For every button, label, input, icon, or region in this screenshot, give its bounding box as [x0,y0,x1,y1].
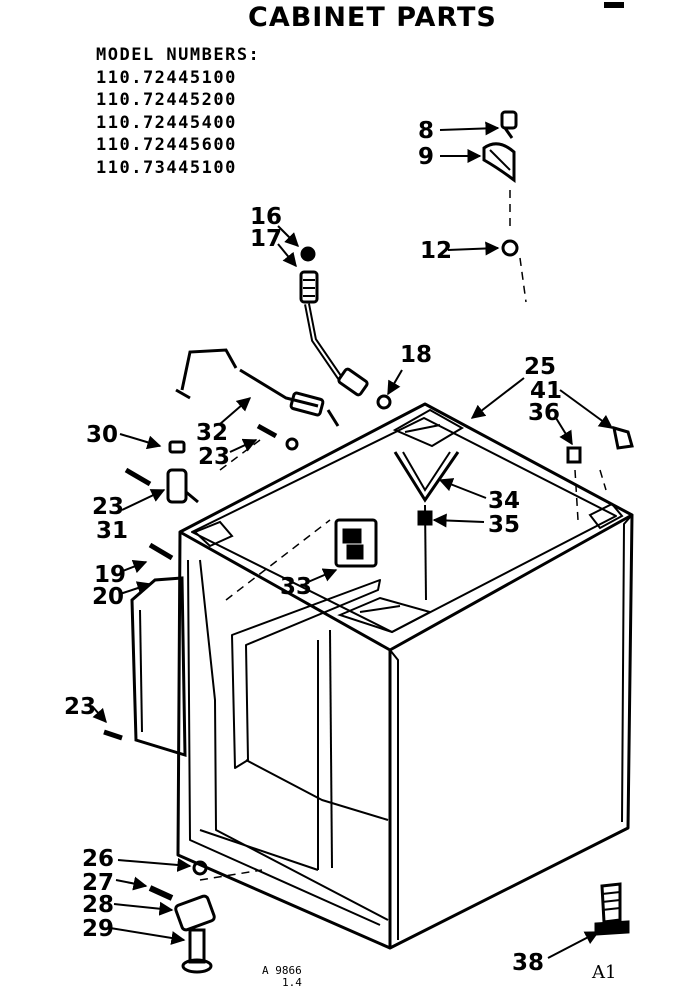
page-title: CABINET PARTS [248,2,497,33]
part-label: 41 [530,378,562,404]
part-label: 35 [488,512,520,538]
model-number: 110.72445600 [96,135,237,155]
part-label: 32 [196,420,228,446]
cabinet [176,402,634,950]
tub-brace [393,451,460,601]
part-label: 17 [250,226,282,252]
part-label: 16 [250,204,282,230]
part-label: 31 [96,518,128,544]
part-label: 38 [512,950,544,976]
leader-lines [199,190,607,881]
part-label: 36 [528,400,560,426]
part-label: 28 [82,892,114,918]
model-number: 110.72445400 [96,112,237,133]
model-numbers: MODEL NUMBERS: 110.72445100 110.72445200… [96,44,260,179]
model-number: 110.72445100 [96,67,237,88]
part-label: 27 [82,870,114,896]
fill-tube [175,348,340,427]
part-label: 20 [92,584,124,610]
footer-code: A 9866 [262,964,302,977]
top-hardware [482,110,519,257]
part-label: 9 [418,144,434,170]
corner-tick [604,2,624,8]
corner-mark: A1 [591,962,616,983]
part-label: 30 [86,422,118,448]
model-number: 110.72445200 [96,90,237,110]
top-brackets [193,408,624,634]
model-header: MODEL NUMBERS: [96,45,261,65]
part-label: 25 [524,354,556,380]
part-label: 23 [64,694,96,720]
part-label: 26 [82,846,114,872]
part-label: 23 [198,444,230,470]
part-label: 12 [420,238,452,264]
part-label: 19 [94,562,126,588]
legs [148,860,630,974]
part-label: 8 [418,118,434,144]
part-labels: 8 9 12 16 17 18 25 41 36 30 32 23 23 31 … [64,118,562,976]
callout-arrows [91,121,614,959]
part-label: 33 [280,574,312,600]
lid-hinge [566,425,634,464]
part-label: 23 [92,494,124,520]
model-number: 110.73445100 [96,157,237,178]
part-label: 34 [488,488,520,514]
part-label: 18 [400,342,432,368]
lid-switch [334,518,378,568]
part-label: 29 [82,916,114,942]
footer-sub: 1.4 [282,976,302,988]
inlet-hose [299,246,392,410]
